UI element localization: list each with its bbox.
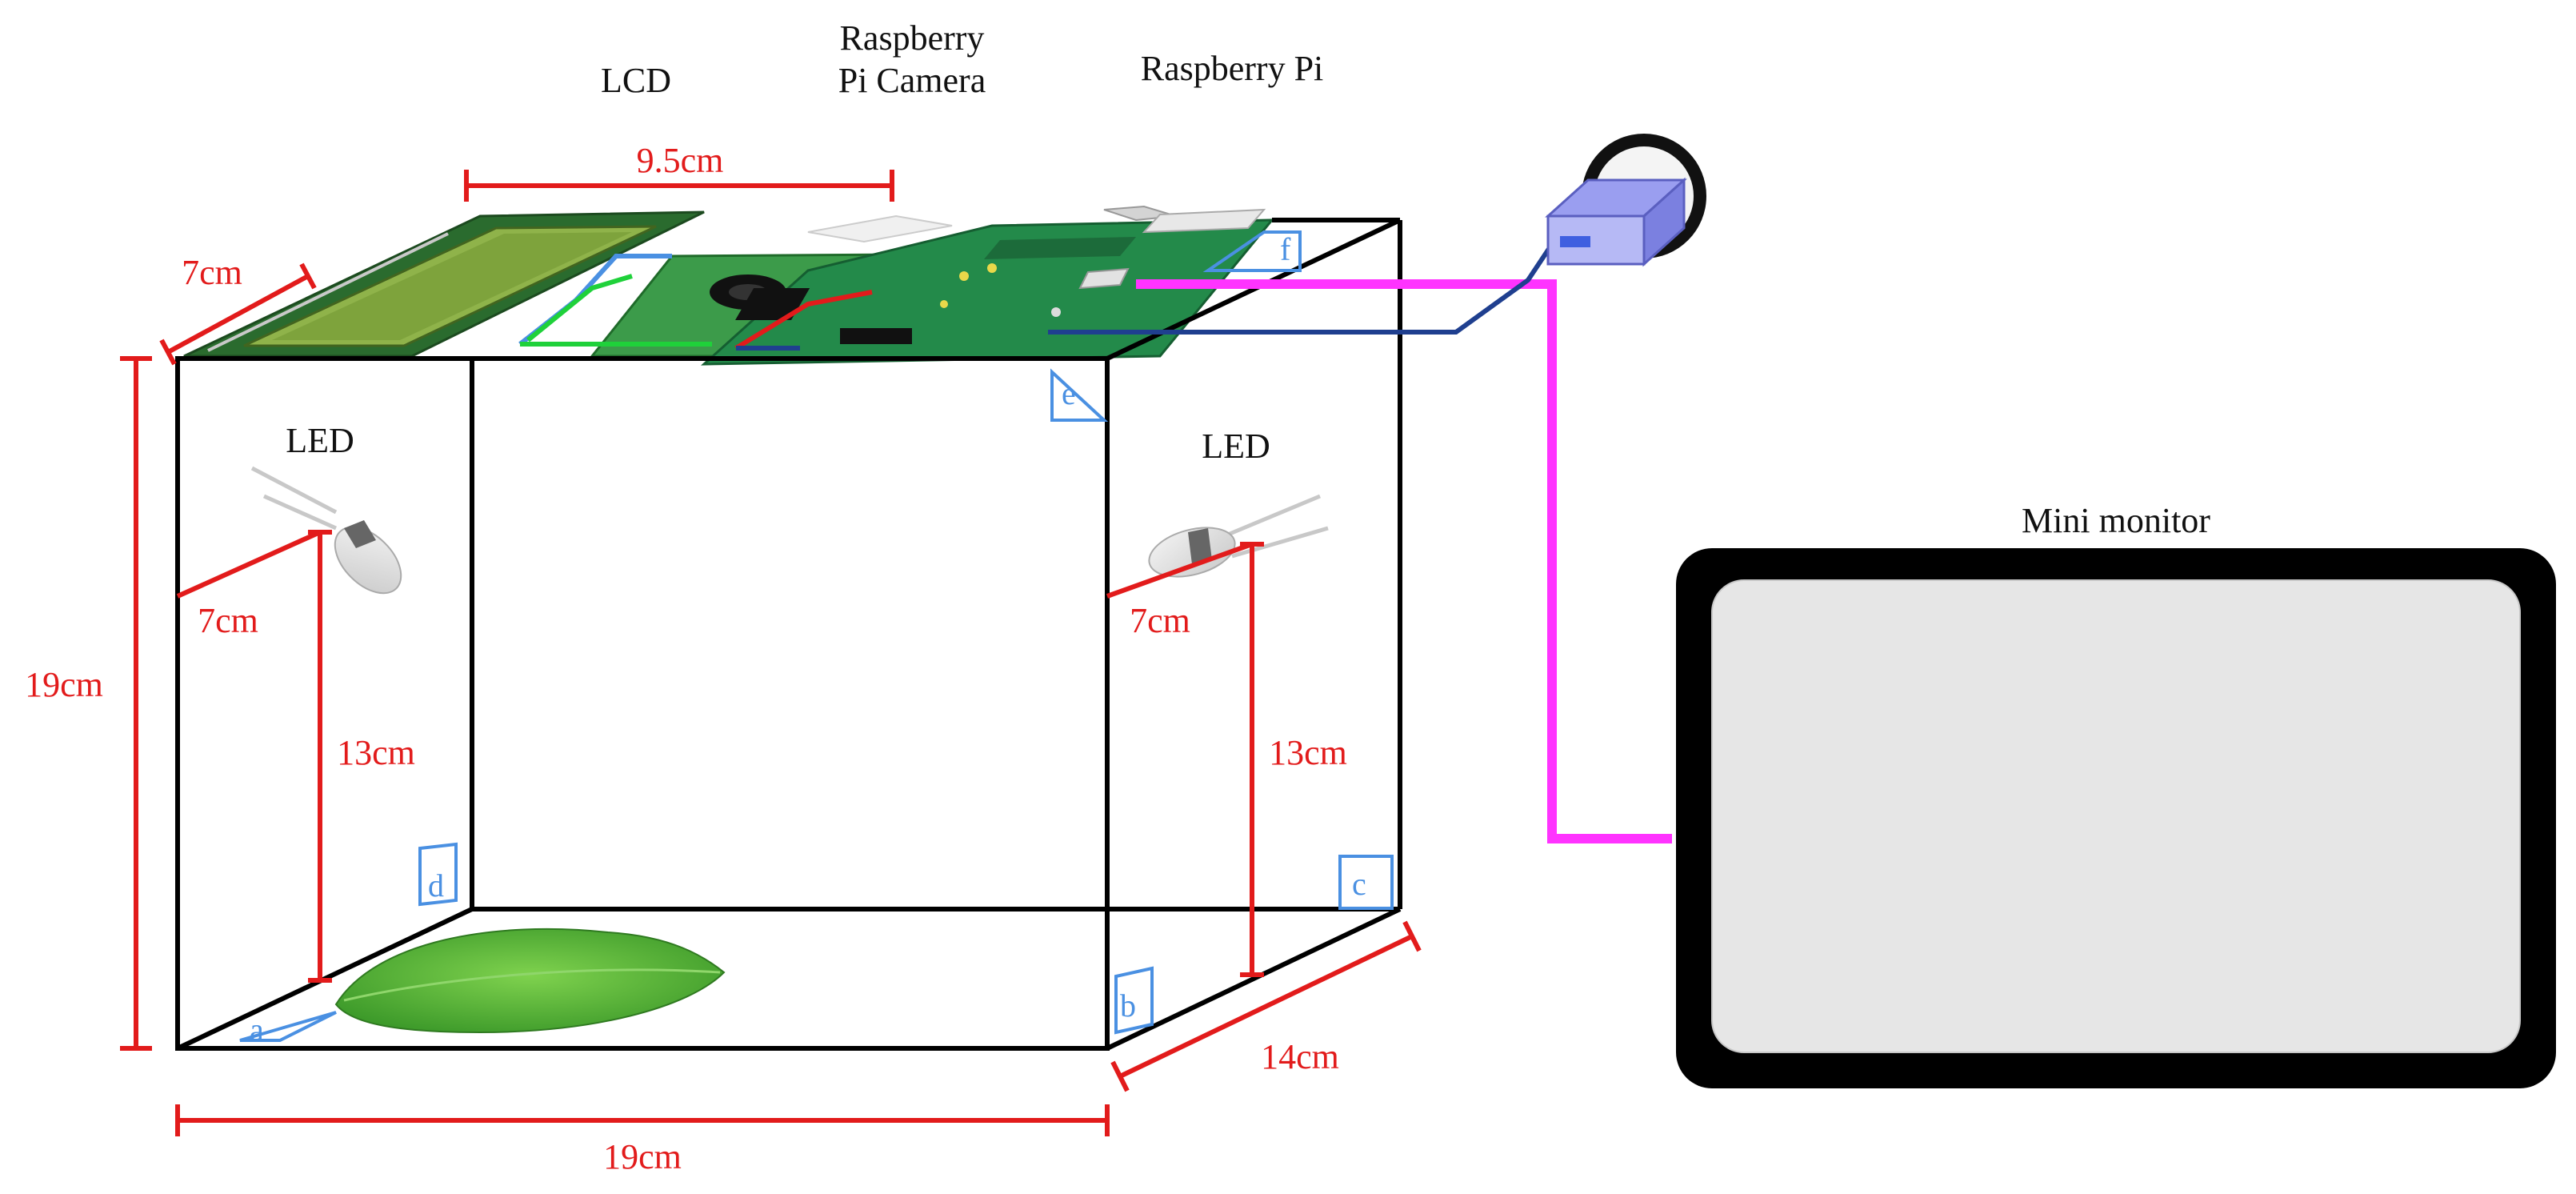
usb-device	[1545, 134, 1706, 267]
dim-lcd-width: 9.5cm	[637, 141, 724, 180]
lcd-label: LCD	[601, 61, 671, 100]
corner-label-d: d	[428, 867, 444, 904]
dim-lcd-depth: 7cm	[182, 253, 242, 292]
enclosure-box	[175, 218, 1402, 1051]
led-left	[250, 466, 402, 595]
dim-led-right-height: 13cm	[1269, 733, 1347, 772]
mini-monitor	[1676, 548, 2556, 1088]
hdmi-cable	[1136, 279, 1672, 843]
camera-label-line2: Pi Camera	[838, 61, 986, 100]
dim-led-left-height: 13cm	[337, 733, 415, 772]
raspberry-pi-board	[701, 205, 1275, 366]
corner-label-a: a	[250, 1012, 264, 1048]
led-right-label: LED	[1202, 427, 1270, 466]
camera-label-line1: Raspberry	[840, 18, 985, 58]
corner-label-e: e	[1062, 375, 1076, 411]
lcd-module	[183, 210, 705, 358]
dim-box-width: 19cm	[603, 1137, 682, 1176]
corner-markers	[239, 230, 1394, 1042]
led-right	[1148, 494, 1329, 578]
dimension-lines	[120, 170, 1422, 1136]
dim-box-height: 19cm	[25, 665, 103, 704]
corner-label-b: b	[1120, 988, 1136, 1024]
leaf-sample	[334, 928, 726, 1034]
led-left-label: LED	[286, 421, 354, 460]
dim-box-depth: 14cm	[1261, 1037, 1339, 1076]
corner-label-f: f	[1280, 231, 1291, 267]
mini-monitor-label: Mini monitor	[2022, 501, 2210, 540]
corner-label-c: c	[1352, 866, 1366, 902]
raspberry-pi-label: Raspberry Pi	[1141, 49, 1324, 88]
dim-led-left-inset: 7cm	[198, 601, 258, 640]
dim-led-right-inset: 7cm	[1130, 601, 1190, 640]
jumper-wires	[518, 254, 873, 351]
